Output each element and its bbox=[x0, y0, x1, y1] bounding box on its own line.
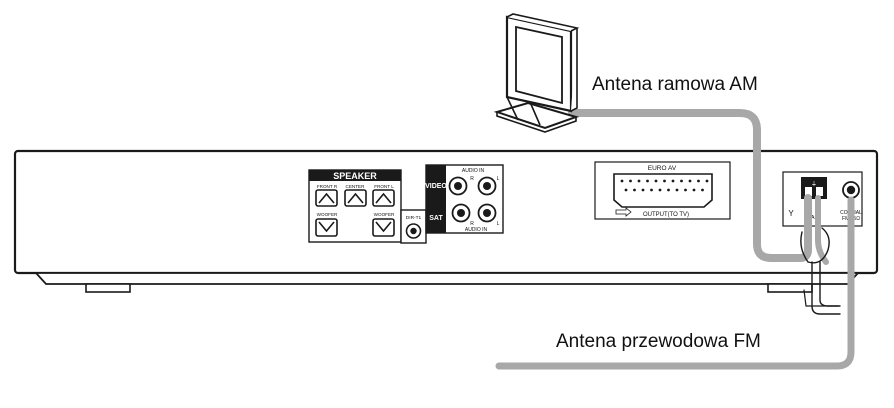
speaker-label-front-l: FRONT L bbox=[374, 184, 394, 189]
scart-pin bbox=[671, 179, 675, 183]
antenna-ground-icon: Y bbox=[788, 209, 794, 218]
scart-pin bbox=[650, 188, 653, 192]
scart-connector[interactable] bbox=[613, 173, 713, 208]
scart-pin bbox=[680, 179, 683, 183]
scart-pin bbox=[633, 188, 636, 192]
scart-pin bbox=[654, 179, 658, 183]
am-antenna-cable-2 bbox=[815, 195, 829, 265]
dirt1-jack[interactable] bbox=[405, 223, 422, 239]
am-terminal-mark: ⏚ bbox=[811, 181, 817, 188]
dirt1-block: DIR-T1 bbox=[400, 209, 427, 244]
video-audio-jack-l[interactable] bbox=[477, 176, 497, 196]
am-antenna-callout: Antena ramowa AM bbox=[592, 74, 758, 95]
audio-in-label-l-top: L bbox=[497, 176, 500, 182]
scart-pin bbox=[624, 188, 628, 192]
scart-pin bbox=[637, 179, 641, 183]
euro-av-output-label: OUTPUT(TO TV) bbox=[643, 212, 689, 218]
av-label-sat: SAT bbox=[429, 215, 443, 222]
scart-pin bbox=[663, 179, 666, 183]
av-label-video: VIDEO bbox=[425, 183, 447, 190]
sat-audio-jack-r[interactable] bbox=[451, 203, 471, 223]
scart-pin bbox=[688, 179, 692, 183]
cables bbox=[495, 109, 855, 370]
scart-pin bbox=[692, 188, 696, 192]
am-loop-antenna bbox=[493, 13, 580, 133]
speaker-jack-front-r[interactable] bbox=[315, 189, 338, 207]
cable-tie bbox=[800, 227, 830, 264]
audio-in-label-bottom: AUDIO IN bbox=[465, 227, 488, 233]
speaker-jack-front-l[interactable] bbox=[372, 189, 395, 207]
scart-pin bbox=[646, 179, 649, 183]
scart-pin bbox=[629, 179, 632, 183]
speaker-label-woofer-left: WOOFER bbox=[317, 212, 338, 217]
speaker-jack-woofer-right[interactable] bbox=[372, 218, 395, 237]
scart-pin bbox=[675, 188, 679, 192]
scart-pins bbox=[620, 179, 709, 192]
scart-pin bbox=[667, 188, 670, 192]
fm-antenna-cable bbox=[495, 196, 855, 370]
output-arrow-icon bbox=[615, 207, 632, 217]
scart-pin bbox=[620, 179, 624, 183]
speaker-jack-center[interactable] bbox=[344, 189, 367, 207]
speaker-terminal-block: SPEAKER FRONT R CENTER FRONT L WOOFER WO… bbox=[308, 169, 402, 243]
left-foot bbox=[85, 283, 131, 293]
speaker-label-front-r: FRONT R bbox=[317, 184, 338, 189]
scart-pin bbox=[705, 179, 709, 183]
scart-pin bbox=[658, 188, 662, 192]
audio-in-label-l-bottom: L bbox=[497, 221, 500, 227]
euro-av-title: EURO AV bbox=[648, 165, 677, 172]
speaker-label-center: CENTER bbox=[346, 184, 366, 189]
av-input-block: VIDEO SAT AUDIO IN R L R L AUDIO IN bbox=[425, 164, 504, 234]
sat-audio-jack-l[interactable] bbox=[477, 203, 497, 223]
euro-av-block: EURO AV OUTPUT(TO TV) bbox=[594, 161, 731, 220]
scart-pin bbox=[641, 188, 645, 192]
fm-coaxial-jack[interactable] bbox=[842, 181, 860, 199]
scart-pin bbox=[684, 188, 687, 192]
scart-pin bbox=[697, 179, 700, 183]
dirt1-label: DIR-T1 bbox=[406, 215, 422, 221]
speaker-title: SPEAKER bbox=[333, 171, 377, 181]
speaker-label-woofer-right: WOOFER bbox=[374, 212, 395, 217]
audio-in-label-r-top: R bbox=[470, 176, 474, 182]
video-audio-jack-r[interactable] bbox=[448, 176, 468, 196]
speaker-jack-woofer-left[interactable] bbox=[315, 218, 338, 237]
fm-antenna-callout: Antena przewodowa FM bbox=[556, 331, 761, 352]
am-antenna-cable bbox=[568, 109, 812, 262]
right-foot bbox=[767, 283, 813, 293]
audio-in-label-top: AUDIO IN bbox=[462, 168, 485, 174]
audio-in-label-r-bottom: R bbox=[470, 221, 474, 227]
scart-pin bbox=[701, 188, 704, 192]
